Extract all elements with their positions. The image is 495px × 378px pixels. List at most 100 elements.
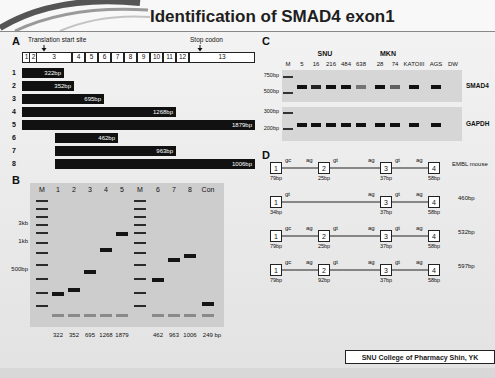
exon-box: 225bp (318, 230, 330, 242)
exon-box: 13 (189, 52, 255, 63)
transcript-bar: 81006bp (55, 159, 255, 169)
product-size: 322 (53, 332, 63, 338)
ladder-band (36, 278, 48, 280)
ladder-band (36, 264, 48, 266)
exon-box: 5 (85, 52, 98, 63)
dna-band (390, 123, 400, 127)
exon-number: 4 (432, 165, 436, 172)
lane-label: 1 (56, 186, 60, 193)
exon-box: 8 (124, 52, 137, 63)
exon-number: 13 (218, 54, 225, 61)
panel-letter: B (12, 175, 20, 186)
lane-label: 638 (356, 61, 366, 67)
exon-number: 1 (274, 199, 278, 206)
dna-band (297, 123, 307, 127)
row-number: 5 (12, 121, 16, 128)
lane-label: 216 (326, 61, 336, 67)
pointer-line (44, 45, 45, 48)
exon-box: 11 (163, 52, 176, 63)
exon-length: 58bp (428, 278, 440, 284)
exon-length: 79bp (270, 176, 282, 182)
pointer-head (198, 48, 203, 52)
dna-band (311, 85, 321, 89)
product-size: 1268bp (153, 109, 173, 115)
exon-length: 34bp (270, 210, 282, 216)
exon-number: 4 (432, 199, 436, 206)
primer-band (52, 314, 64, 317)
exon-box: 12 (176, 52, 189, 63)
exon-number: 4 (432, 267, 436, 274)
product-size: 460bp (458, 195, 475, 201)
marker-size: 500bp (264, 89, 279, 95)
lane-label: 28 (377, 61, 384, 67)
ladder-band (36, 305, 48, 307)
transcript-bar: 51879bp (22, 120, 255, 130)
intron-line (330, 236, 380, 237)
splice-site: gt (285, 191, 290, 197)
ladder-band (36, 216, 48, 218)
ladder-band (36, 200, 48, 202)
exon-number: 9 (142, 54, 146, 61)
gene-label: GAPDH (466, 121, 489, 128)
primer-band (100, 314, 112, 317)
ladder-band (134, 216, 146, 218)
product-size: 1006bp (232, 161, 252, 167)
ladder-band (36, 252, 48, 254)
exon-length: 79bp (270, 278, 282, 284)
exon-length: 37bp (380, 244, 392, 250)
annotation: Translation start site (28, 37, 86, 44)
dna-band (409, 85, 419, 89)
dna-band (184, 254, 196, 258)
dna-band (168, 258, 180, 262)
exon-length: 58bp (428, 210, 440, 216)
row-number: 7 (12, 147, 16, 154)
marker-size: 200bp (264, 126, 279, 132)
panel-letter: A (12, 36, 20, 47)
exon-length: 92bp (318, 278, 330, 284)
lane-label: M (286, 61, 291, 67)
dna-band (152, 278, 164, 282)
exon-number: 6 (103, 54, 107, 61)
group-label: MKN (380, 50, 396, 57)
lane-label: 4 (104, 186, 108, 193)
lane-label: 484 (341, 61, 351, 67)
ladder-band (36, 232, 48, 234)
exon-number: 3 (384, 165, 388, 172)
exon-number: 3 (384, 199, 388, 206)
dna-band (341, 123, 351, 127)
exon-number: 3 (384, 233, 388, 240)
exon-number: 4 (432, 233, 436, 240)
intron-line (282, 168, 318, 169)
marker-size: 750bp (264, 73, 279, 79)
exon-number: 8 (129, 54, 133, 61)
intron-line (392, 270, 428, 271)
transcript-bar: 3695bp (22, 94, 104, 104)
exon-length: 79bp (270, 244, 282, 250)
ladder-band (134, 242, 146, 244)
exon-number: 2 (322, 233, 326, 240)
marker-size: 500bp (11, 266, 28, 272)
exon-number: 1 (274, 267, 278, 274)
ladder-band (134, 292, 146, 294)
dna-band (100, 248, 112, 252)
lane-label: 6 (156, 186, 160, 193)
marker-size: 300bp (264, 109, 279, 115)
ladder-band (36, 224, 48, 226)
exon-box: 458bp (428, 264, 440, 276)
lane-label: 2 (72, 186, 76, 193)
splice-site: gt (395, 225, 400, 231)
header-swoosh (15, 9, 148, 31)
intron-line (282, 270, 318, 271)
exon-length: 58bp (428, 244, 440, 250)
transcript-bar: 41268bp (22, 107, 176, 117)
exon-box: 337bp (380, 264, 392, 276)
exon-length: 58bp (428, 176, 440, 182)
lane-label: DW (448, 61, 458, 67)
panel-letter: D (262, 150, 270, 161)
row-number: 8 (12, 160, 16, 167)
splice-site: gt (333, 225, 338, 231)
product-size: 462bp (98, 135, 115, 141)
row-number: 6 (12, 134, 16, 141)
ladder-band (134, 278, 146, 280)
